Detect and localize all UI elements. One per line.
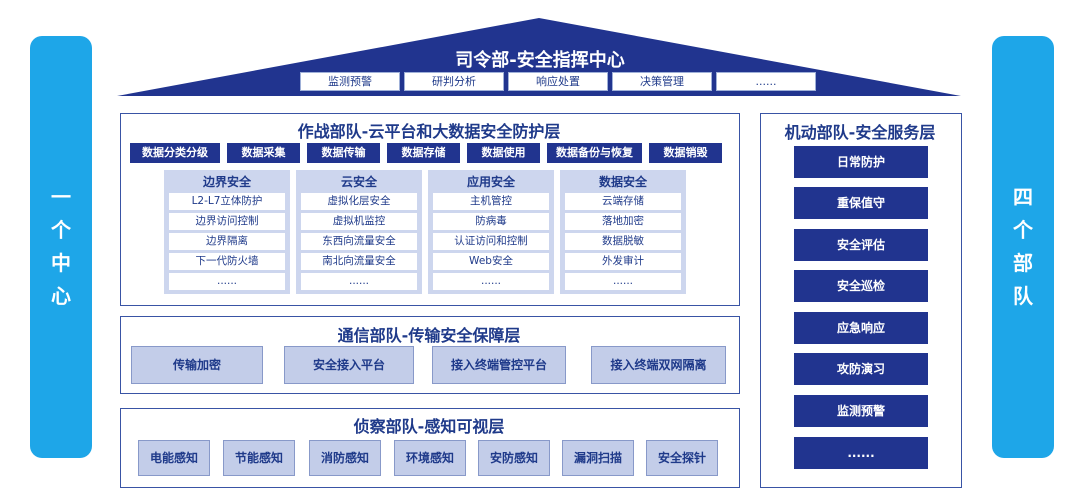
roof-tag: 响应处置 — [508, 72, 608, 91]
recon-item: 漏洞扫描 — [562, 440, 634, 476]
column-item: 下一代防火墙 — [169, 253, 285, 270]
data-lifecycle-tag: 数据销毁 — [649, 143, 722, 163]
column-item: Web安全 — [433, 253, 549, 270]
service-item: 日常防护 — [794, 146, 928, 178]
right-pill-char: 四 — [1013, 185, 1033, 209]
recon-item: 消防感知 — [309, 440, 381, 476]
service-item: 攻防演习 — [794, 353, 928, 385]
right-pill-four-forces: 四 个 部 队 — [992, 36, 1054, 458]
column-item: 认证访问和控制 — [433, 233, 549, 250]
right-pill-char: 队 — [1013, 284, 1033, 308]
column-item: 虚拟机监控 — [301, 213, 417, 230]
security-column-boundary: 边界安全 L2-L7立体防护 边界访问控制 边界隔离 下一代防火墙 ...... — [164, 170, 290, 294]
left-pill-one-center: 一 个 中 心 — [30, 36, 92, 458]
comm-item: 传输加密 — [131, 346, 263, 384]
column-item: ...... — [301, 273, 417, 290]
roof-tag: 决策管理 — [612, 72, 712, 91]
roof-tag: 研判分析 — [404, 72, 504, 91]
data-lifecycle-tag: 数据分类分级 — [130, 143, 220, 163]
comm-item: 接入终端双网隔离 — [591, 346, 726, 384]
recon-panel-title: 侦察部队-感知可视层 — [353, 417, 505, 436]
security-column-application: 应用安全 主机管控 防病毒 认证访问和控制 Web安全 ...... — [428, 170, 554, 294]
column-item: 防病毒 — [433, 213, 549, 230]
column-item: ...... — [565, 273, 681, 290]
column-item: 主机管控 — [433, 193, 549, 210]
column-item: L2-L7立体防护 — [169, 193, 285, 210]
data-lifecycle-tag: 数据备份与恢复 — [547, 143, 642, 163]
data-lifecycle-tag: 数据传输 — [307, 143, 380, 163]
service-item: 重保值守 — [794, 187, 928, 219]
recon-item: 安防感知 — [478, 440, 550, 476]
combat-panel-title: 作战部队-云平台和大数据安全防护层 — [297, 122, 561, 141]
left-pill-char: 中 — [51, 251, 71, 275]
column-title: 应用安全 — [466, 175, 515, 189]
column-item: 云端存储 — [565, 193, 681, 210]
recon-item: 电能感知 — [138, 440, 210, 476]
left-pill-char: 一 — [51, 185, 71, 209]
comm-panel-title: 通信部队-传输安全保障层 — [337, 326, 521, 345]
security-column-data: 数据安全 云端存储 落地加密 数据脱敏 外发审计 ...... — [560, 170, 686, 294]
roof-tag: 监测预警 — [300, 72, 400, 91]
recon-item: 节能感知 — [223, 440, 295, 476]
service-item: 监测预警 — [794, 395, 928, 427]
left-pill-char: 个 — [51, 218, 71, 242]
data-lifecycle-tag: 数据采集 — [227, 143, 300, 163]
column-title: 边界安全 — [202, 175, 251, 189]
right-pill-char: 部 — [1013, 251, 1033, 275]
column-item: ...... — [169, 273, 285, 290]
service-item: ...... — [794, 437, 928, 469]
column-title: 云安全 — [340, 175, 377, 189]
service-item: 应急响应 — [794, 312, 928, 344]
security-column-cloud: 云安全 虚拟化层安全 虚拟机监控 东西向流量安全 南北向流量安全 ...... — [296, 170, 422, 294]
data-lifecycle-tag: 数据使用 — [467, 143, 540, 163]
column-item: 南北向流量安全 — [301, 253, 417, 270]
column-item: 虚拟化层安全 — [301, 193, 417, 210]
mobile-panel-title: 机动部队-安全服务层 — [784, 123, 936, 142]
comm-item: 接入终端管控平台 — [432, 346, 566, 384]
column-item: ...... — [433, 273, 549, 290]
column-item: 东西向流量安全 — [301, 233, 417, 250]
right-pill-char: 个 — [1013, 218, 1033, 242]
column-item: 边界访问控制 — [169, 213, 285, 230]
service-item: 安全评估 — [794, 229, 928, 261]
recon-item: 环境感知 — [394, 440, 466, 476]
command-center-title: 司令部-安全指挥中心 — [455, 50, 625, 71]
service-item: 安全巡检 — [794, 270, 928, 302]
column-item: 落地加密 — [565, 213, 681, 230]
recon-item: 安全探针 — [646, 440, 718, 476]
roof-tag: ...... — [716, 72, 816, 91]
command-center-tags: 监测预警 研判分析 响应处置 决策管理 ...... — [300, 72, 816, 91]
comm-item: 安全接入平台 — [284, 346, 414, 384]
column-item: 边界隔离 — [169, 233, 285, 250]
column-item: 数据脱敏 — [565, 233, 681, 250]
column-item: 外发审计 — [565, 253, 681, 270]
left-pill-char: 心 — [51, 284, 71, 308]
column-title: 数据安全 — [598, 175, 647, 189]
data-lifecycle-tag: 数据存储 — [387, 143, 460, 163]
